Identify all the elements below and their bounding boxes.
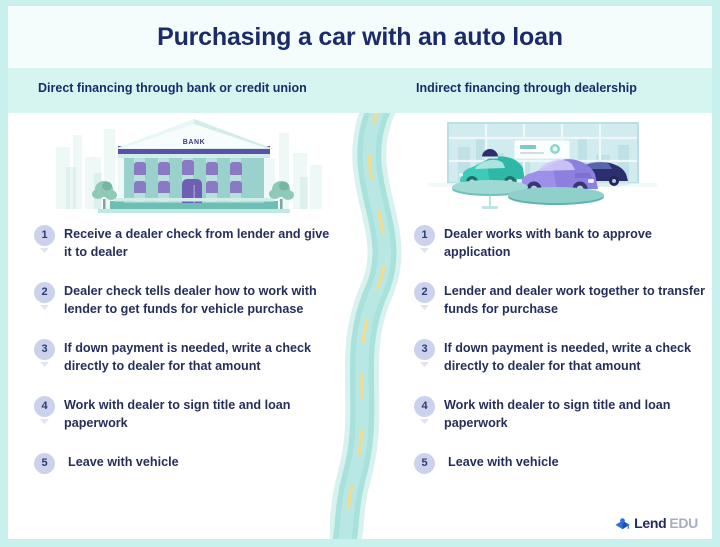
list-item: 4 Work with dealer to sign title and loa… (408, 396, 712, 440)
list-item: 5 Leave with vehicle (28, 453, 338, 497)
list-item: 3 If down payment is needed, write a che… (28, 339, 338, 383)
logo-text-lend: Lend (634, 515, 667, 531)
step-text: Work with dealer to sign title and loan … (64, 398, 291, 430)
step-number-badge: 3 (34, 339, 55, 360)
step-number-badge: 4 (414, 396, 435, 417)
step-text: Leave with vehicle (448, 455, 559, 469)
list-item: 5 Leave with vehicle (408, 453, 712, 497)
subtitle-band: Direct financing through bank or credit … (8, 68, 712, 113)
step-number-badge: 4 (34, 396, 55, 417)
step-text: Dealer works with bank to approve applic… (444, 227, 652, 259)
step-number-badge: 2 (34, 282, 55, 303)
badge-tail-icon (420, 362, 429, 367)
badge-tail-icon (420, 248, 429, 253)
badge-tail-icon (420, 305, 429, 310)
step-number-badge: 2 (414, 282, 435, 303)
lendedu-logo: Lend EDU (614, 515, 698, 531)
bank-building-illustration: BANK (56, 119, 322, 213)
step-number-badge: 3 (414, 339, 435, 360)
car-dealership-showroom-illustration (428, 122, 658, 209)
step-number-badge: 5 (414, 453, 435, 474)
list-item: 1 Dealer works with bank to approve appl… (408, 225, 712, 269)
lendedu-logo-icon (615, 517, 630, 529)
step-text: If down payment is needed, write a check… (64, 341, 312, 373)
step-text: Leave with vehicle (68, 455, 179, 469)
badge-tail-icon (40, 362, 49, 367)
svg-text:BANK: BANK (183, 139, 206, 146)
right-steps-list: 1 Dealer works with bank to approve appl… (408, 225, 712, 497)
badge-tail-icon (40, 248, 49, 253)
right-column-subtitle: Indirect financing through dealership (416, 81, 637, 95)
step-number-badge: 1 (414, 225, 435, 246)
left-column-subtitle: Direct financing through bank or credit … (38, 81, 307, 95)
list-item: 4 Work with dealer to sign title and loa… (28, 396, 338, 440)
step-number-badge: 1 (34, 225, 55, 246)
logo-text-edu: EDU (669, 515, 698, 531)
step-number-badge: 5 (34, 453, 55, 474)
step-text: Dealer check tells dealer how to work wi… (64, 284, 317, 316)
step-text: Work with dealer to sign title and loan … (444, 398, 671, 430)
body-panel: BANK (8, 113, 712, 539)
winding-road-divider (330, 113, 402, 539)
list-item: 2 Lender and dealer work together to tra… (408, 282, 712, 326)
page-title: Purchasing a car with an auto loan (157, 22, 563, 51)
badge-tail-icon (40, 419, 49, 424)
step-text: Receive a dealer check from lender and g… (64, 227, 330, 259)
left-steps-list: 1 Receive a dealer check from lender and… (28, 225, 338, 497)
list-item: 3 If down payment is needed, write a che… (408, 339, 712, 383)
step-text: Lender and dealer work together to trans… (444, 284, 706, 316)
title-band: Purchasing a car with an auto loan (8, 6, 712, 68)
badge-tail-icon (40, 305, 49, 310)
badge-tail-icon (420, 419, 429, 424)
list-item: 1 Receive a dealer check from lender and… (28, 225, 338, 269)
step-text: If down payment is needed, write a check… (444, 341, 692, 373)
list-item: 2 Dealer check tells dealer how to work … (28, 282, 338, 326)
